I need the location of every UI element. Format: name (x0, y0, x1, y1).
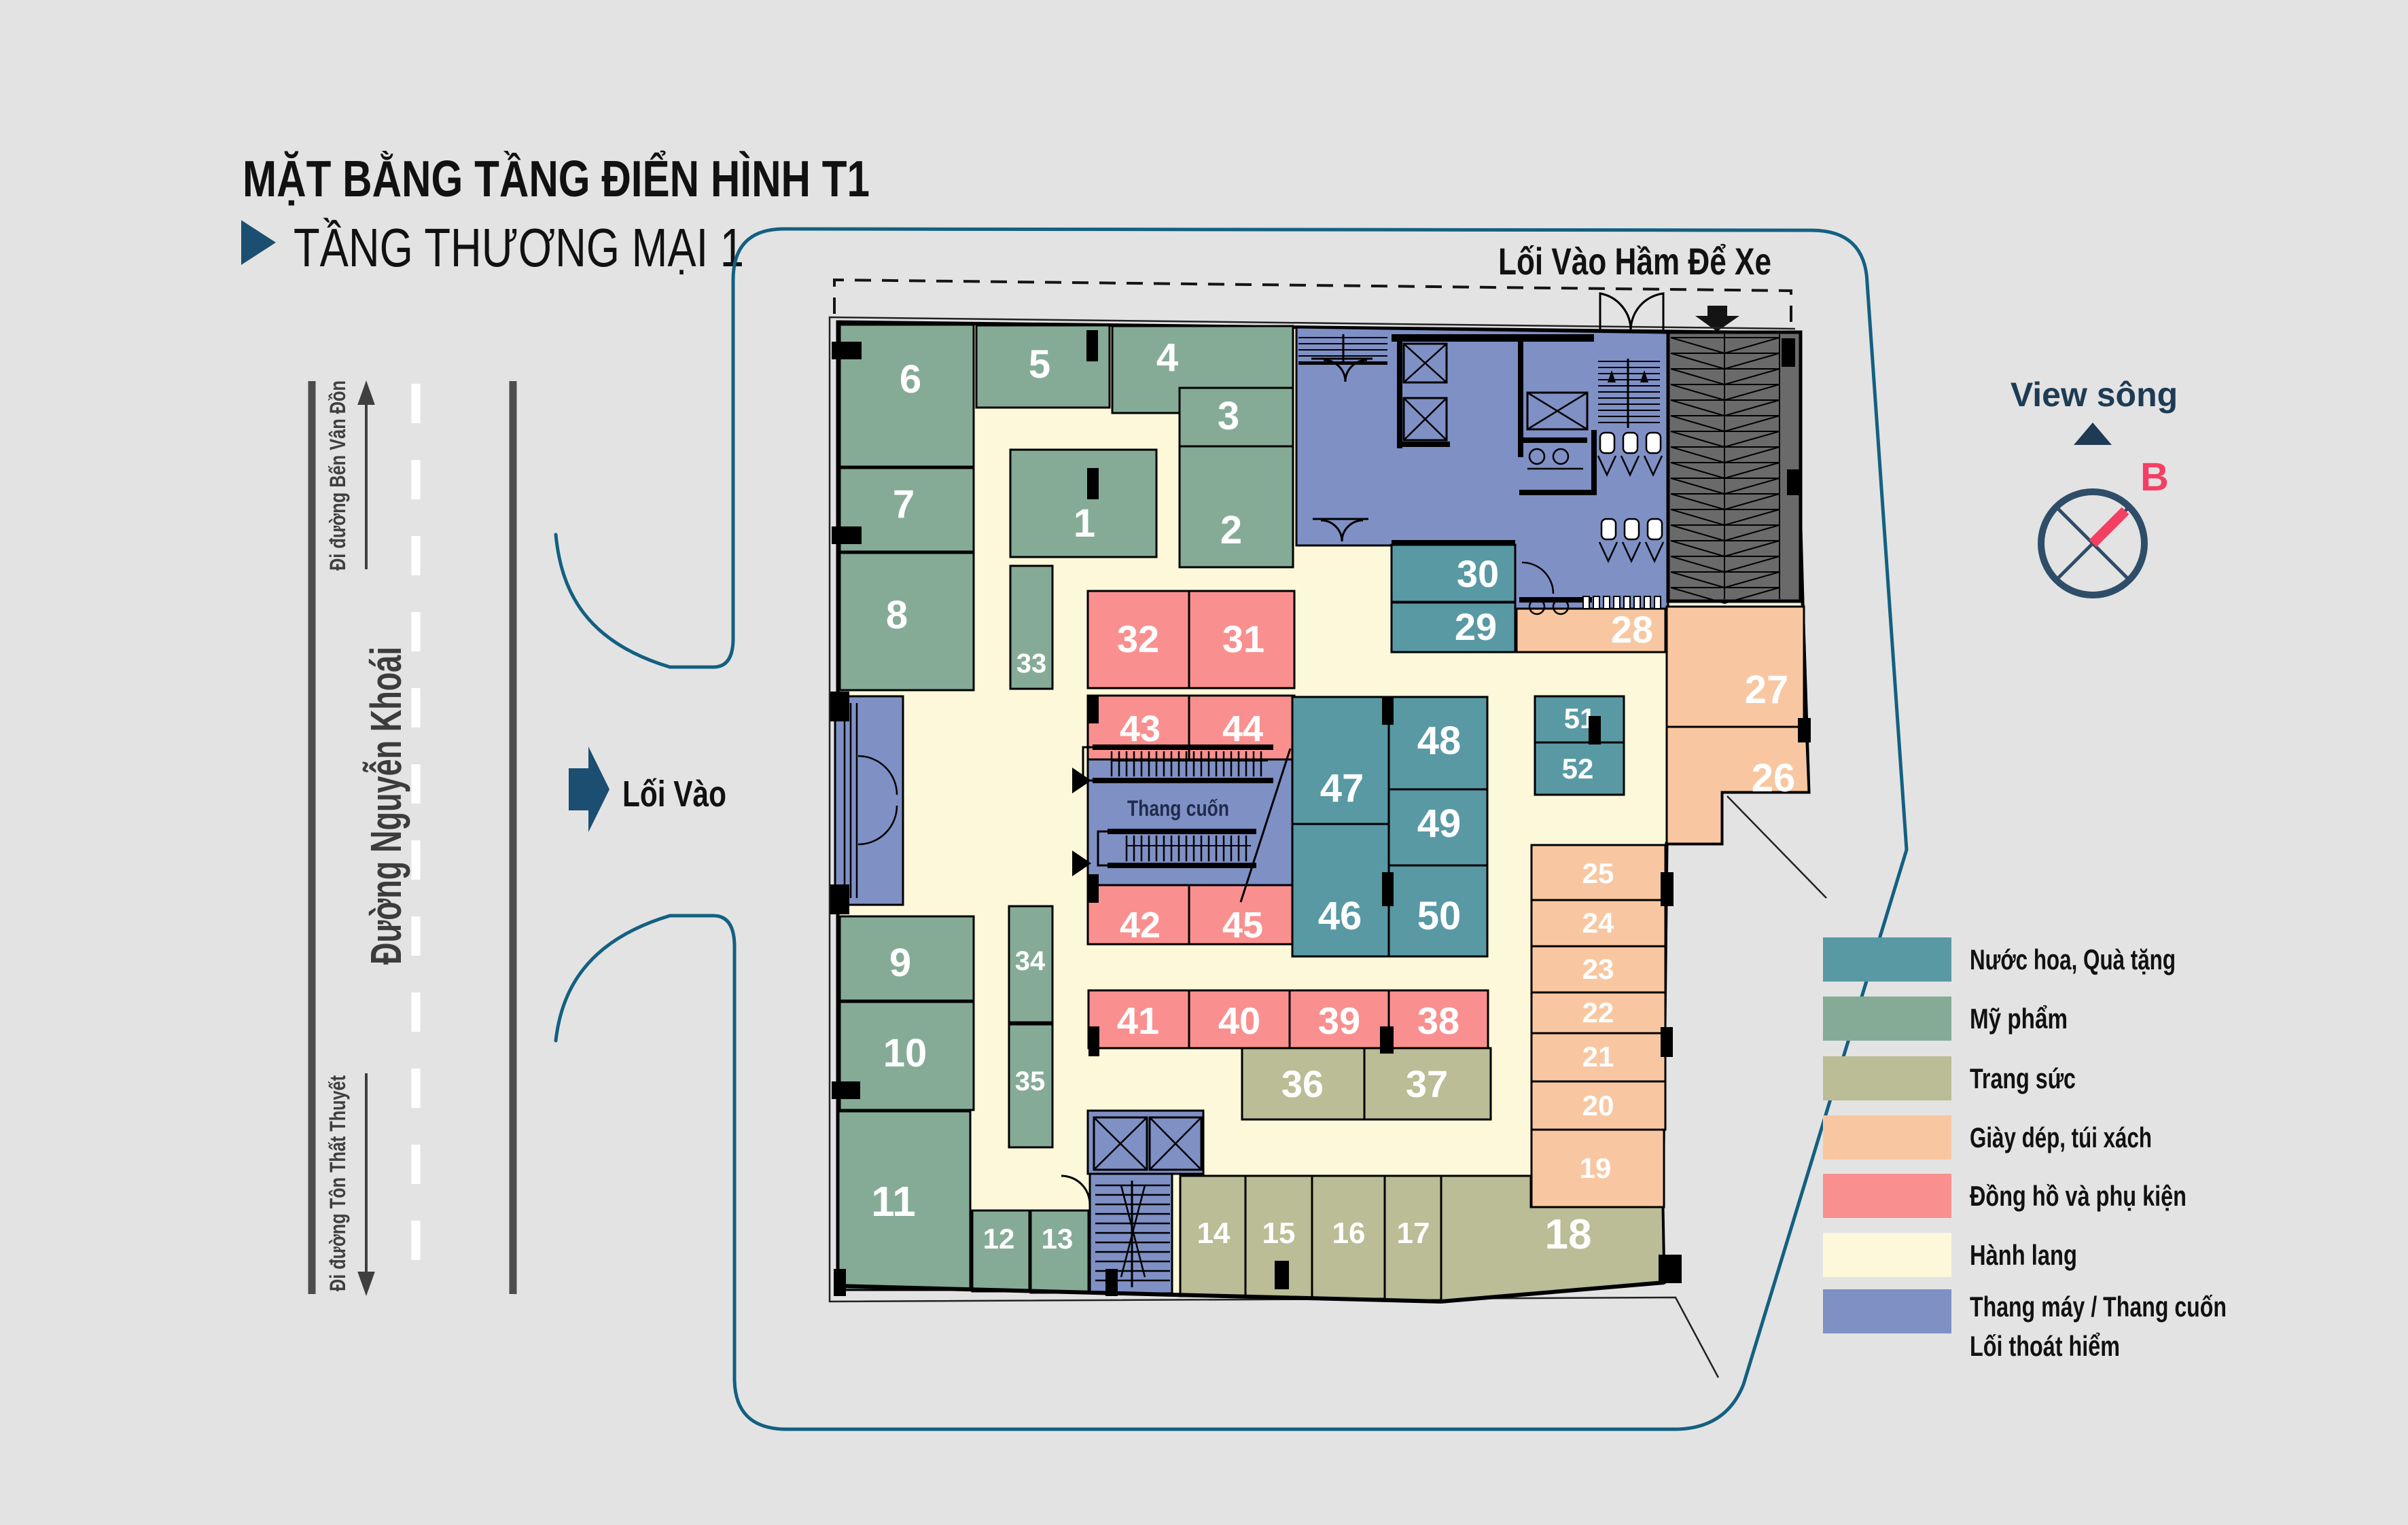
svg-text:Mỹ phẩm: Mỹ phẩm (1970, 1003, 2068, 1035)
svg-text:42: 42 (1120, 905, 1161, 946)
svg-text:38: 38 (1417, 999, 1459, 1042)
svg-text:48: 48 (1417, 719, 1462, 763)
svg-text:18: 18 (1545, 1211, 1592, 1258)
svg-text:52: 52 (1562, 753, 1594, 785)
svg-text:Nước hoa, Quà tặng: Nước hoa, Quà tặng (1970, 944, 2176, 975)
svg-text:19: 19 (1580, 1152, 1612, 1184)
svg-text:Đi đường Bến Vân Đồn: Đi đường Bến Vân Đồn (325, 380, 350, 571)
svg-text:3: 3 (1218, 394, 1239, 438)
svg-text:39: 39 (1318, 999, 1360, 1042)
svg-text:41: 41 (1117, 999, 1159, 1042)
svg-text:49: 49 (1417, 802, 1462, 846)
svg-text:Hành lang: Hành lang (1970, 1239, 2077, 1271)
svg-text:37: 37 (1406, 1062, 1448, 1105)
svg-text:25: 25 (1582, 857, 1614, 889)
svg-text:43: 43 (1120, 708, 1161, 749)
svg-text:View sông: View sông (2011, 376, 2178, 414)
svg-text:Đường Nguyễn Khoái: Đường Nguyễn Khoái (361, 647, 410, 965)
svg-text:Lối Vào Hầm Để Xe: Lối Vào Hầm Để Xe (1498, 240, 1771, 283)
svg-text:44: 44 (1222, 708, 1263, 749)
svg-text:9: 9 (889, 941, 911, 985)
svg-text:34: 34 (1015, 946, 1046, 976)
svg-text:8: 8 (886, 593, 908, 637)
svg-text:11: 11 (871, 1179, 916, 1225)
svg-text:33: 33 (1016, 649, 1047, 679)
svg-text:13: 13 (1042, 1223, 1074, 1255)
svg-text:30: 30 (1457, 552, 1499, 595)
svg-text:B: B (2140, 455, 2169, 499)
svg-text:Đồng hồ và phụ kiện: Đồng hồ và phụ kiện (1970, 1180, 2186, 1212)
svg-text:47: 47 (1320, 766, 1364, 810)
svg-text:24: 24 (1582, 907, 1614, 939)
svg-text:Thang cuốn: Thang cuốn (1127, 796, 1229, 821)
svg-text:35: 35 (1015, 1066, 1046, 1096)
svg-text:4: 4 (1156, 336, 1178, 380)
svg-text:23: 23 (1582, 953, 1614, 985)
svg-text:1: 1 (1074, 501, 1095, 545)
svg-text:5: 5 (1029, 342, 1050, 387)
svg-text:20: 20 (1582, 1090, 1614, 1122)
svg-text:TẦNG THƯƠNG MẠI 1: TẦNG THƯƠNG MẠI 1 (294, 217, 744, 278)
svg-text:Trang sức: Trang sức (1970, 1062, 2076, 1094)
svg-text:Lối thoát hiểm: Lối thoát hiểm (1970, 1330, 2120, 1362)
svg-text:Đi đường Tôn Thất Thuyết: Đi đường Tôn Thất Thuyết (325, 1075, 350, 1291)
svg-text:Lối Vào: Lối Vào (622, 774, 726, 814)
svg-text:28: 28 (1611, 608, 1653, 651)
svg-text:14: 14 (1197, 1217, 1230, 1250)
svg-text:31: 31 (1222, 617, 1264, 660)
svg-text:40: 40 (1218, 999, 1260, 1042)
svg-text:21: 21 (1582, 1041, 1614, 1073)
svg-text:10: 10 (883, 1031, 927, 1075)
svg-text:MẶT BẰNG TẦNG ĐIỂN HÌNH T1: MẶT BẰNG TẦNG ĐIỂN HÌNH T1 (243, 150, 870, 207)
svg-text:27: 27 (1745, 668, 1789, 712)
svg-text:46: 46 (1318, 894, 1362, 938)
svg-text:15: 15 (1262, 1217, 1296, 1250)
svg-text:17: 17 (1397, 1217, 1430, 1250)
svg-text:26: 26 (1752, 756, 1796, 800)
svg-text:50: 50 (1417, 894, 1462, 938)
svg-text:45: 45 (1222, 905, 1263, 946)
svg-text:Thang máy / Thang cuốn: Thang máy / Thang cuốn (1970, 1291, 2227, 1323)
svg-text:36: 36 (1281, 1062, 1324, 1105)
svg-text:2: 2 (1220, 508, 1242, 552)
svg-text:Giày dép, túi xách: Giày dép, túi xách (1970, 1122, 2152, 1153)
svg-text:6: 6 (900, 357, 921, 401)
svg-text:7: 7 (893, 482, 915, 526)
svg-text:16: 16 (1332, 1217, 1366, 1250)
svg-text:12: 12 (983, 1223, 1015, 1255)
svg-text:29: 29 (1455, 605, 1497, 648)
svg-text:22: 22 (1582, 997, 1614, 1028)
svg-text:32: 32 (1117, 617, 1159, 660)
